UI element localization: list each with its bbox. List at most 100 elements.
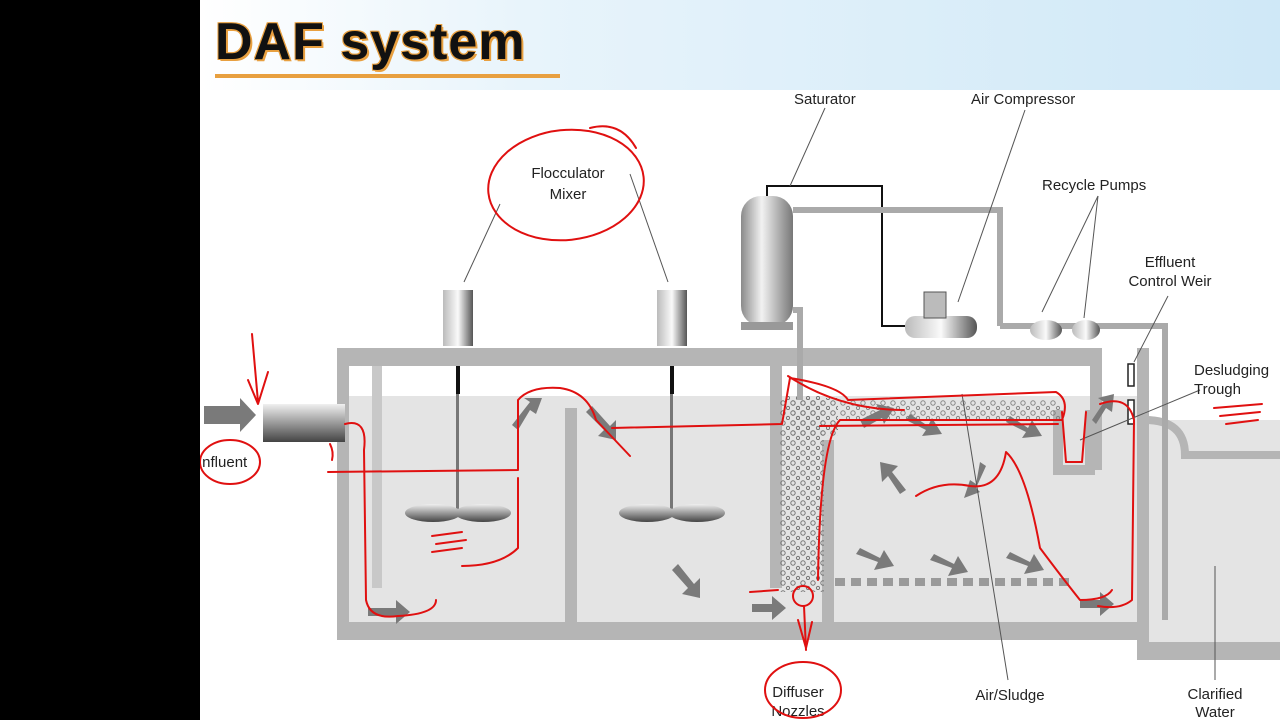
impeller-2a xyxy=(619,504,675,522)
saturator-outlet-line xyxy=(793,307,803,400)
leader-flocculator-1 xyxy=(463,203,501,283)
flow-arrow-outlet xyxy=(1080,592,1114,616)
label-control-weir: Control Weir xyxy=(1128,273,1211,290)
label-clarified: Clarified xyxy=(1187,686,1242,703)
label-mixer: Mixer xyxy=(550,186,587,203)
leader-air-sludge xyxy=(961,393,1009,681)
clarified-step xyxy=(1144,416,1280,459)
label-saturator: Saturator xyxy=(794,91,856,108)
annotation-circle-flocculator xyxy=(487,128,645,242)
labels: Saturator Air Compressor Recycle Pumps E… xyxy=(200,91,1269,720)
inlet-baffle xyxy=(372,366,382,588)
leader-saturator xyxy=(789,107,826,187)
annotation-path-outlet xyxy=(1097,400,1135,609)
mixer-shaft-1-top xyxy=(456,366,460,394)
influent-pipe xyxy=(263,404,345,442)
leader-recycle-pump-2 xyxy=(1083,195,1099,319)
flow-arrow-floc2-low xyxy=(672,564,700,598)
label-desludging: Desludging xyxy=(1194,362,1269,379)
mixer-motor-2 xyxy=(657,290,687,346)
compressor-air-line xyxy=(766,185,905,327)
leader-lines xyxy=(463,107,1216,681)
desludging-trough xyxy=(1053,410,1095,475)
label-air-sludge: Air/Sludge xyxy=(975,687,1044,704)
mixer-shaft-2-top xyxy=(670,366,674,394)
leader-flocculator-2 xyxy=(629,173,669,283)
flow-arrow-low-3 xyxy=(1006,552,1044,574)
flow-arrow-low-1 xyxy=(856,548,894,570)
bubble-cluster xyxy=(792,398,838,436)
label-flocculator: Flocculator xyxy=(531,165,604,182)
saturator-base xyxy=(741,322,793,330)
annotation-nozzle-tick xyxy=(749,589,779,593)
saturator-assembly xyxy=(741,185,1168,620)
recycle-line-top xyxy=(793,207,1003,326)
mixer-motor-1 xyxy=(443,290,473,346)
leader-effluent-weir xyxy=(1133,295,1169,363)
annotation-dot-influent xyxy=(329,443,334,461)
air-compressor-tank xyxy=(905,316,977,338)
mixer-shaft-1 xyxy=(456,394,459,512)
label-influent: Influent xyxy=(200,454,248,471)
annotation-path-underflow xyxy=(915,451,1113,601)
label-trough: Trough xyxy=(1194,381,1241,398)
label-effluent: Effluent xyxy=(1145,254,1196,271)
annotation-nozzle-arrow xyxy=(797,605,813,651)
float-zone-baffle xyxy=(822,440,834,622)
flow-arrow-bottom-left xyxy=(368,600,410,624)
impeller-1a xyxy=(405,504,461,522)
annotation-path-contact xyxy=(611,377,1066,581)
top-beam xyxy=(337,348,1095,366)
flow-arrow-low-2 xyxy=(930,554,968,576)
impeller-2b xyxy=(669,504,725,522)
label-water: Water xyxy=(1195,704,1234,720)
red-annotations xyxy=(200,125,1263,719)
title-underline xyxy=(215,74,560,78)
recycle-pump-1 xyxy=(1030,320,1062,340)
annotation-influent-arrow xyxy=(247,333,269,405)
recycle-pump-2 xyxy=(1072,320,1100,340)
label-diffuser: Diffuser xyxy=(772,684,823,701)
flow-arrow-float-3 xyxy=(1006,416,1042,438)
annotation-scribble-desludging xyxy=(1213,403,1263,425)
right-wall xyxy=(1137,348,1149,642)
effluent-weir-bar xyxy=(1127,363,1135,387)
flow-arrow-into-column xyxy=(752,596,786,620)
annotation-circle-diffuser xyxy=(764,661,842,719)
flow-arrow-mid-down xyxy=(964,462,986,498)
annotation-path-float-top xyxy=(787,375,1059,427)
annotation-scribble-floc xyxy=(431,531,467,553)
influent-arrow xyxy=(204,398,256,432)
tank-floor xyxy=(337,622,1142,640)
left-wall xyxy=(337,348,349,640)
air-compressor-head xyxy=(923,291,947,319)
left-black-bar xyxy=(0,0,200,720)
annotation-circle-flocculator-tail xyxy=(589,125,637,149)
annotation-path-inlet xyxy=(344,422,437,618)
flocculator-mixers xyxy=(405,290,725,522)
slide: DAF system xyxy=(200,0,1280,720)
tank xyxy=(337,348,1280,660)
leader-air-compressor xyxy=(957,109,1026,303)
annotation-circle-influent xyxy=(200,439,261,485)
float-layer-bubbles xyxy=(840,400,1060,420)
saturator-tank xyxy=(741,196,793,326)
label-air-compressor: Air Compressor xyxy=(971,91,1075,108)
impeller-1b xyxy=(455,504,511,522)
clarified-floor xyxy=(1137,642,1280,660)
label-nozzles: Nozzles xyxy=(771,703,824,720)
contact-zone-wall xyxy=(770,366,782,588)
leader-recycle-pump-1 xyxy=(1041,195,1099,313)
title-band: DAF system xyxy=(200,0,1280,90)
flow-arrow-mid-up xyxy=(880,462,906,494)
mixer-shaft-2 xyxy=(670,394,673,512)
slide-title: DAF system xyxy=(215,13,526,71)
leader-desludging xyxy=(1079,389,1201,441)
annotation-path-floc xyxy=(327,386,631,473)
annotation-path-floc-down xyxy=(461,477,519,567)
label-recycle-pumps: Recycle Pumps xyxy=(1042,177,1146,194)
annotation-path-trough xyxy=(1061,411,1087,463)
daf-diagram: Saturator Air Compressor Recycle Pumps E… xyxy=(200,91,1280,720)
flow-arrow-floc1-up xyxy=(512,398,542,430)
